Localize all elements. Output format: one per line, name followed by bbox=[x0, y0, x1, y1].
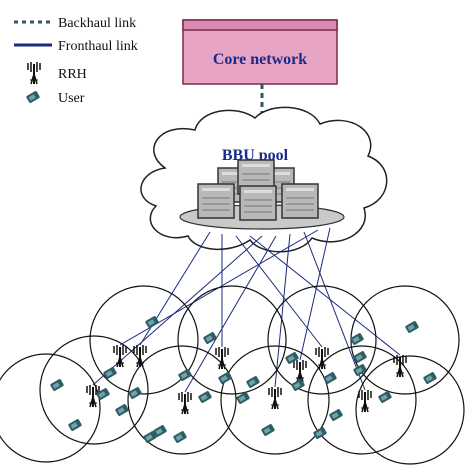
rrh-antenna-icon bbox=[86, 384, 100, 408]
user-device-icon bbox=[202, 331, 218, 345]
legend-rrh-label: RRH bbox=[58, 67, 87, 82]
user-device-icon bbox=[312, 426, 328, 440]
user-device-icon bbox=[352, 363, 368, 377]
user-device-icon bbox=[422, 371, 438, 385]
cell-coverage-circle bbox=[0, 353, 101, 463]
user-device-icon bbox=[217, 371, 233, 385]
cell-coverage-circle bbox=[89, 285, 199, 395]
core-network-label: Core network bbox=[213, 51, 307, 68]
fronthaul-link bbox=[249, 235, 401, 356]
rrh-antenna-icon bbox=[358, 389, 372, 413]
user-device-icon bbox=[67, 418, 83, 432]
rrh-antenna-icon bbox=[113, 344, 127, 368]
fronthaul-link bbox=[184, 235, 277, 393]
cell-coverage-circle bbox=[355, 355, 465, 465]
rrh-antenna-icon bbox=[268, 386, 282, 410]
user-device-icon bbox=[260, 423, 276, 437]
legend-backhaul-label: Backhaul link bbox=[58, 16, 136, 31]
user-device-icon bbox=[404, 320, 420, 334]
user-device-icon bbox=[49, 378, 65, 392]
user-device-icon bbox=[95, 387, 111, 401]
antenna-tower-icon bbox=[27, 61, 41, 85]
rrh-antenna-icon bbox=[315, 346, 329, 370]
legend-fronthaul-label: Fronthaul link bbox=[58, 39, 138, 54]
user-device-icon bbox=[328, 408, 344, 422]
user-device-icon bbox=[197, 390, 213, 404]
fronthaul-link bbox=[274, 233, 291, 388]
fronthaul-link bbox=[303, 231, 366, 391]
fronthaul-link bbox=[139, 231, 211, 346]
cell-coverage-circle bbox=[307, 345, 417, 455]
core-network-box: Core network bbox=[182, 19, 338, 85]
user-device-icon bbox=[349, 332, 365, 346]
rrh-antenna-icon bbox=[178, 391, 192, 415]
user-device-icon bbox=[322, 371, 338, 385]
user-device-icon bbox=[245, 375, 261, 389]
server-icon bbox=[197, 183, 235, 219]
legend-user-label: User bbox=[58, 91, 85, 106]
user-device-icon bbox=[127, 386, 143, 400]
server-icon bbox=[281, 183, 319, 219]
rrh-antenna-icon bbox=[293, 359, 307, 383]
server-icon bbox=[239, 185, 277, 221]
cell-coverage-circle bbox=[177, 285, 287, 395]
cell-coverage-circle bbox=[267, 285, 377, 395]
cells bbox=[0, 285, 465, 465]
user-device-icon bbox=[172, 430, 188, 444]
bbu-pool-cloud: BBU pool bbox=[140, 106, 388, 253]
cell-coverage-circle bbox=[127, 345, 237, 455]
fronthaul-link bbox=[299, 227, 331, 361]
cell-coverage-circle bbox=[39, 335, 149, 445]
user-device-icon bbox=[114, 403, 130, 417]
rrh-antenna-icon bbox=[215, 346, 229, 370]
cell-coverage-circle bbox=[220, 345, 330, 455]
legend: Backhaul link Fronthaul link RRH User bbox=[14, 16, 138, 106]
mobile-device-icon bbox=[25, 90, 41, 104]
